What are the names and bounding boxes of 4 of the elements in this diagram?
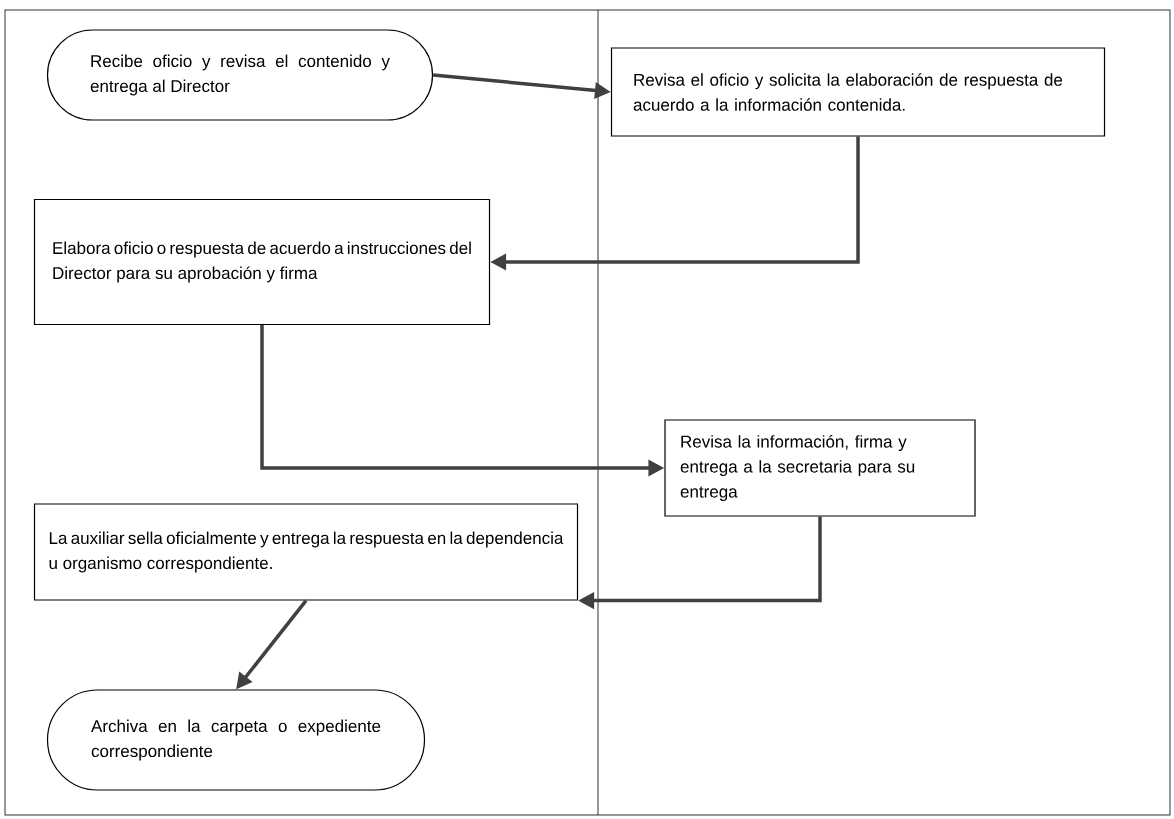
process-box: Revisa el oficio y solicita la elaboración de respuesta de acuerdo a la información contenida. <box>610 47 1106 137</box>
process-box: La auxiliar sella oficialmente y entrega la respuesta en la dependencia u organismo correspondiente. <box>33 503 579 601</box>
process-box: Revisa la información, firma y entrega a la secretaria para su entrega <box>664 419 976 517</box>
process-box: Elabora oficio o respuesta de acuerdo a instrucciones del Director para su aprobación y firma <box>33 198 491 326</box>
